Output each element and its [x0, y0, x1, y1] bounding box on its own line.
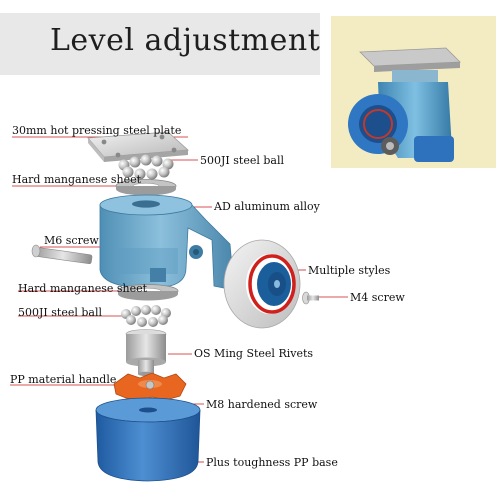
pp-base — [95, 397, 201, 482]
label-steel-ball-bottom: 500JI steel ball — [18, 306, 102, 319]
label-rivet: OS Ming Steel Rivets — [194, 347, 314, 360]
label-steel-plate: 30mm hot pressing steel plate — [12, 124, 182, 137]
aluminum-housing — [99, 194, 235, 291]
m4-screw — [302, 291, 319, 305]
wheel — [223, 239, 301, 329]
page-title: Level adjustment — [50, 23, 321, 58]
steel-ball-ring-top — [118, 154, 174, 180]
label-m6-screw: M6 screw — [44, 234, 99, 247]
manganese-sheet-bottom — [117, 284, 179, 301]
steel-rivet — [125, 329, 167, 377]
m6-screw — [31, 244, 93, 265]
label-multiple-styles: Multiple styles — [308, 264, 391, 277]
label-manganese-sheet-top: Hard manganese sheet — [12, 173, 142, 186]
label-manganese-sheet-bottom: Hard manganese sheet — [18, 282, 148, 295]
manganese-sheet-top — [115, 179, 177, 196]
pp-handle — [113, 372, 187, 402]
label-base: Plus toughness PP base — [206, 456, 338, 469]
label-steel-ball-top: 500JI steel ball — [200, 154, 284, 167]
label-handle: PP material handle — [10, 373, 117, 386]
label-m8-screw: M8 hardened screw — [206, 398, 318, 411]
label-m4-screw: M4 screw — [350, 291, 405, 304]
label-aluminum-alloy: AD aluminum alloy — [214, 200, 320, 213]
title-banner: Level adjustment — [0, 13, 320, 75]
caster-wheel-photo-icon — [331, 16, 496, 168]
steel-ball-ring-bottom — [121, 305, 171, 327]
